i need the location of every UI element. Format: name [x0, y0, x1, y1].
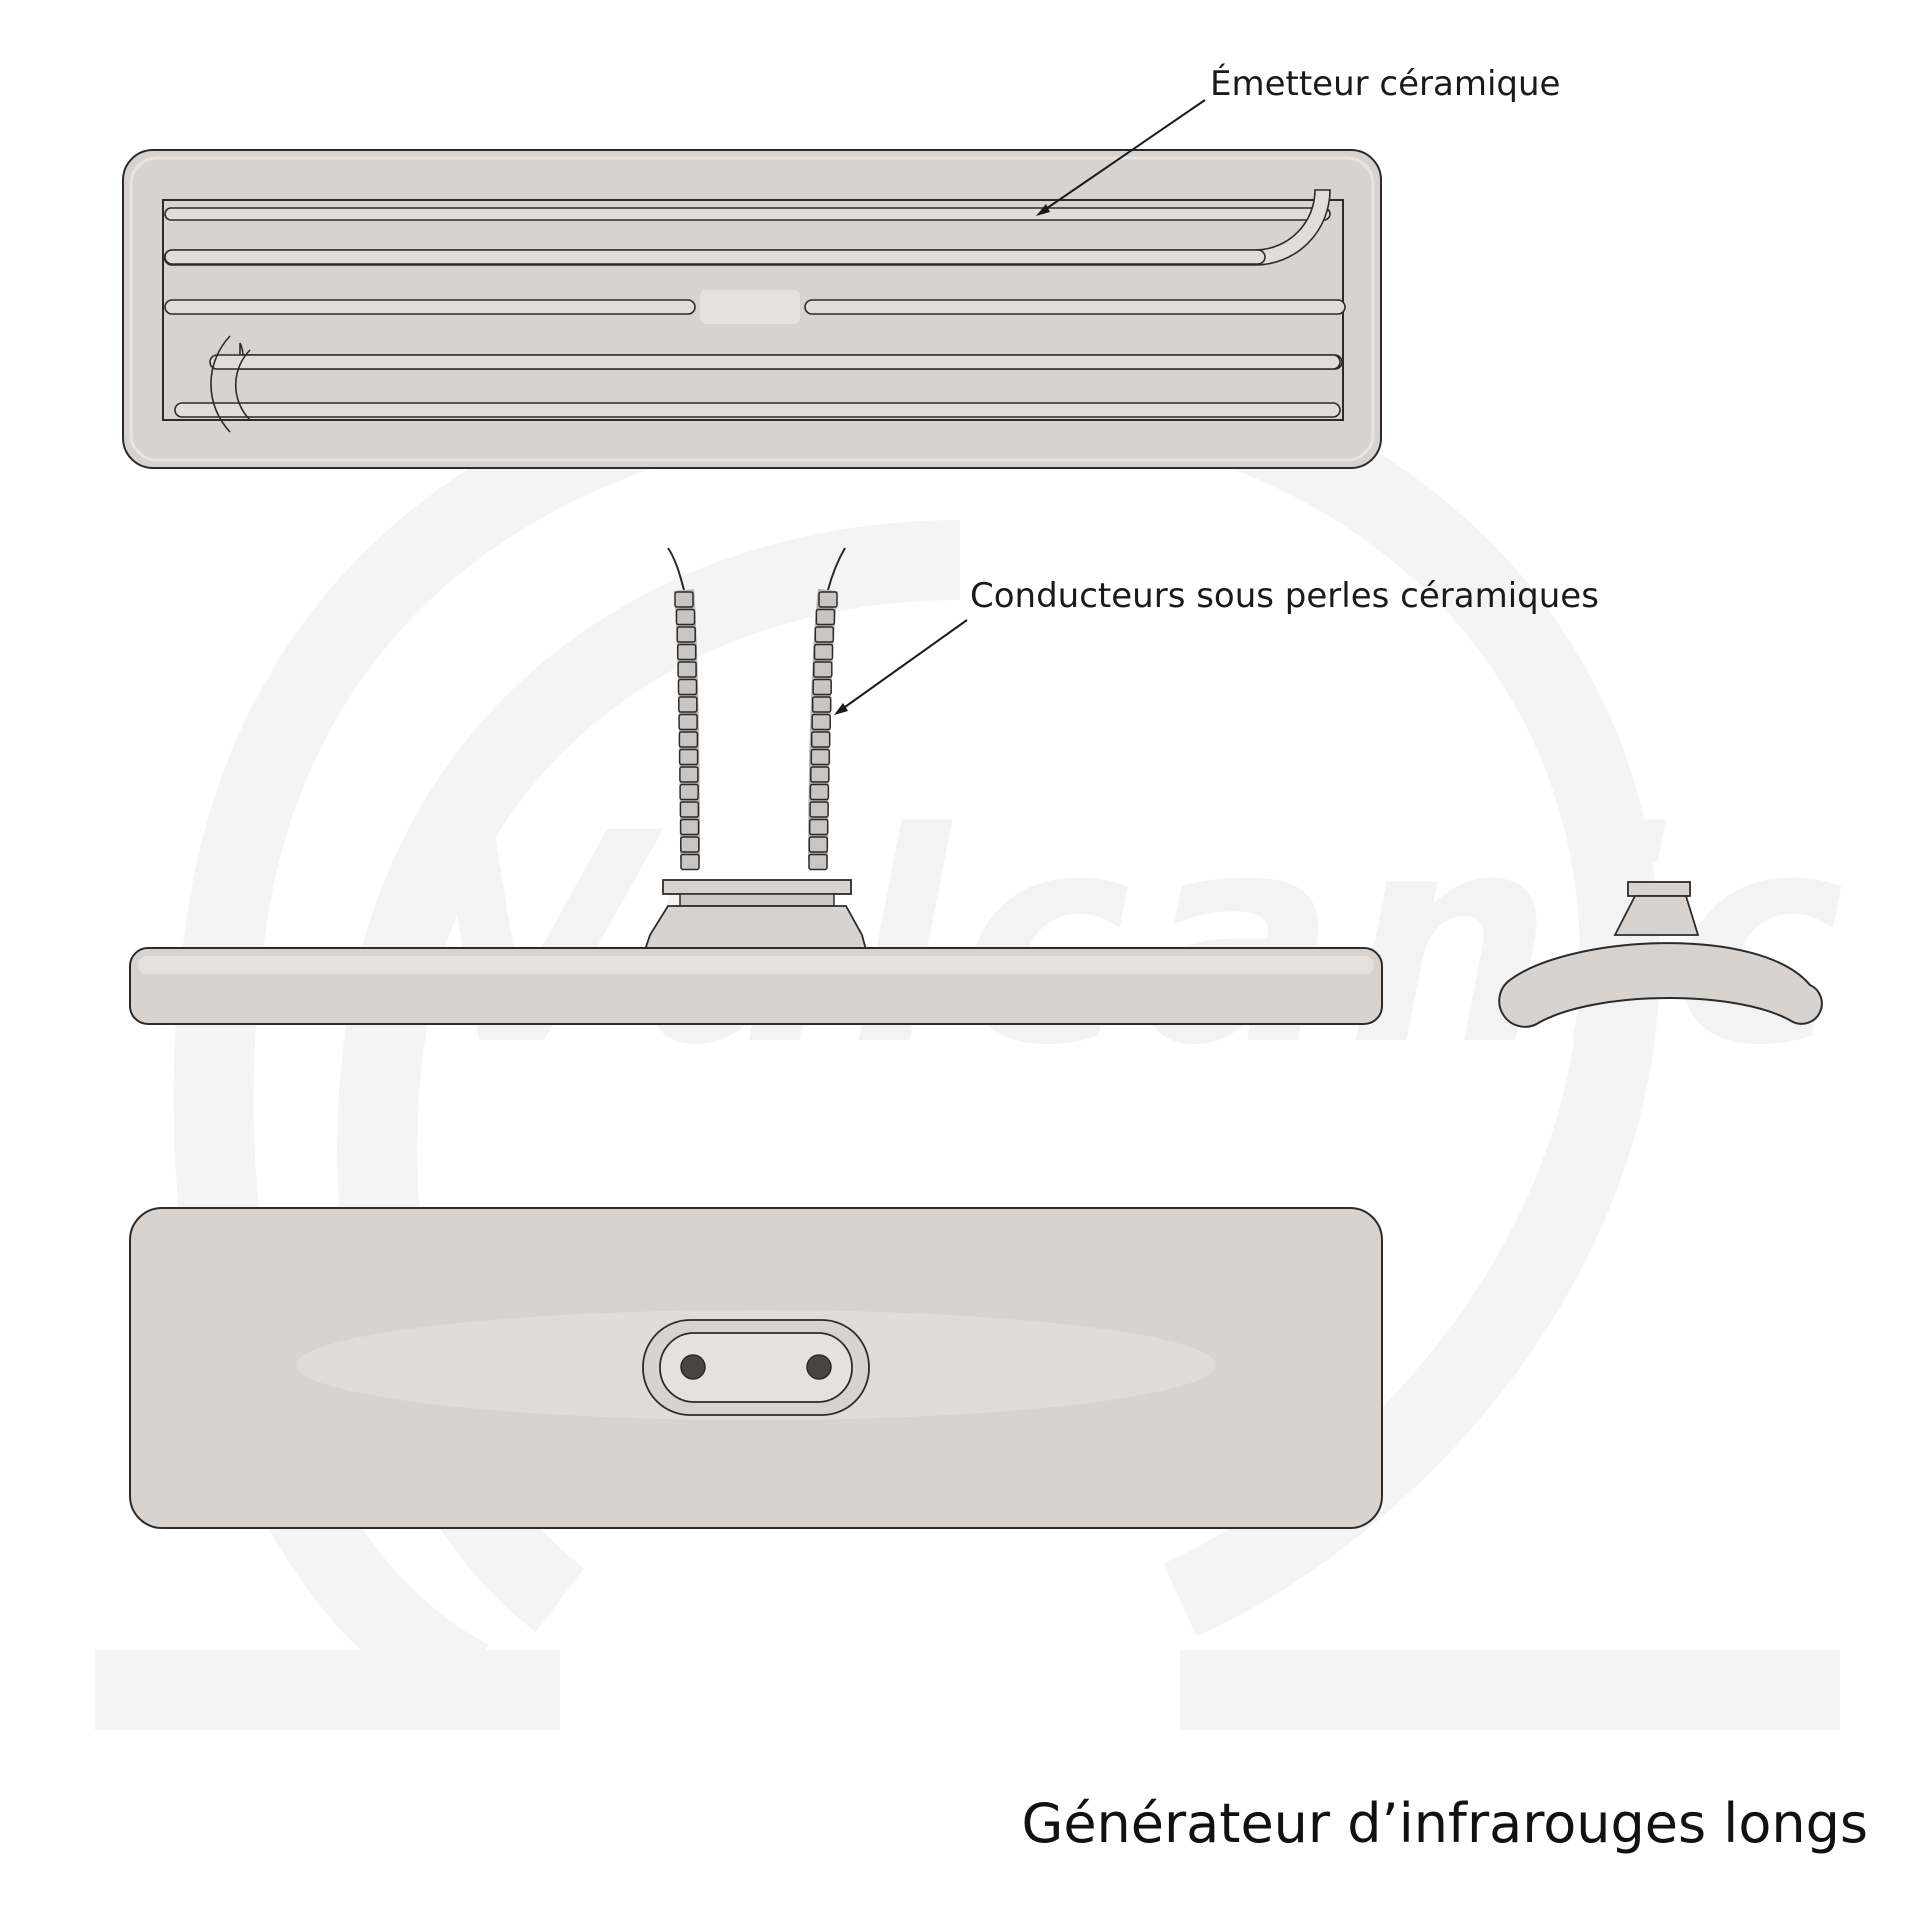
- ceramic-bead: [677, 678, 698, 696]
- callout-conductors-label: Conducteurs sous perles céramiques: [970, 576, 1599, 616]
- callout-emitter: Émetteur céramique: [1036, 63, 1560, 216]
- watermark-text: Vulcanic: [420, 772, 1855, 1109]
- ceramic-bead: [677, 661, 697, 678]
- ceramic-bead: [676, 643, 697, 661]
- ceramic-bead: [678, 731, 699, 748]
- terminal-plate: [662, 879, 852, 895]
- ceramic-bead: [809, 783, 830, 801]
- terminal-pin-right: [806, 1354, 832, 1380]
- ceramic-bead: [812, 678, 832, 696]
- ceramic-beads: [674, 591, 838, 871]
- ceramic-bead: [814, 626, 835, 643]
- ceramic-bead: [675, 608, 696, 626]
- callout-conductors: Conducteurs sous perles céramiques: [834, 576, 1599, 715]
- emitter-bottom-view: [129, 1207, 1383, 1529]
- callout-emitter-label: Émetteur céramique: [1210, 63, 1560, 104]
- ceramic-bead: [808, 818, 829, 836]
- ceramic-bead: [678, 696, 698, 713]
- ceramic-bead: [813, 661, 833, 678]
- ceramic-bead: [678, 748, 699, 766]
- ceramic-bead: [813, 643, 834, 661]
- ceramic-bead: [815, 608, 836, 626]
- ceramic-bead: [810, 766, 830, 783]
- ceramic-bead: [679, 783, 699, 801]
- ceramic-bead: [811, 713, 831, 731]
- ceramic-bead: [678, 713, 698, 731]
- ceramic-bead: [809, 801, 829, 818]
- ceramic-bead: [674, 591, 694, 608]
- emitter-top-view: [122, 149, 1382, 469]
- ceramic-bead: [679, 818, 700, 836]
- ceramic-bead: [808, 853, 828, 871]
- ceramic-bead: [810, 731, 831, 748]
- ceramic-bead: [676, 626, 696, 643]
- page-title: Générateur d’infrarouges longs: [1021, 1792, 1868, 1855]
- ceramic-bead: [680, 853, 700, 871]
- terminal-base: [643, 905, 868, 951]
- ceramic-bead: [818, 591, 838, 608]
- ceramic-bead: [808, 836, 829, 853]
- ceramic-bead: [680, 836, 700, 853]
- emitter-end-view: [1498, 881, 1823, 1028]
- ceramic-bead: [679, 766, 699, 783]
- terminal-pin-left: [680, 1354, 706, 1380]
- ceramic-bead: [810, 748, 831, 766]
- emitter-side-view: [129, 547, 1383, 1025]
- ceramic-bead: [811, 696, 832, 713]
- ceramic-bead: [679, 801, 700, 818]
- channel-groove: [162, 199, 1344, 421]
